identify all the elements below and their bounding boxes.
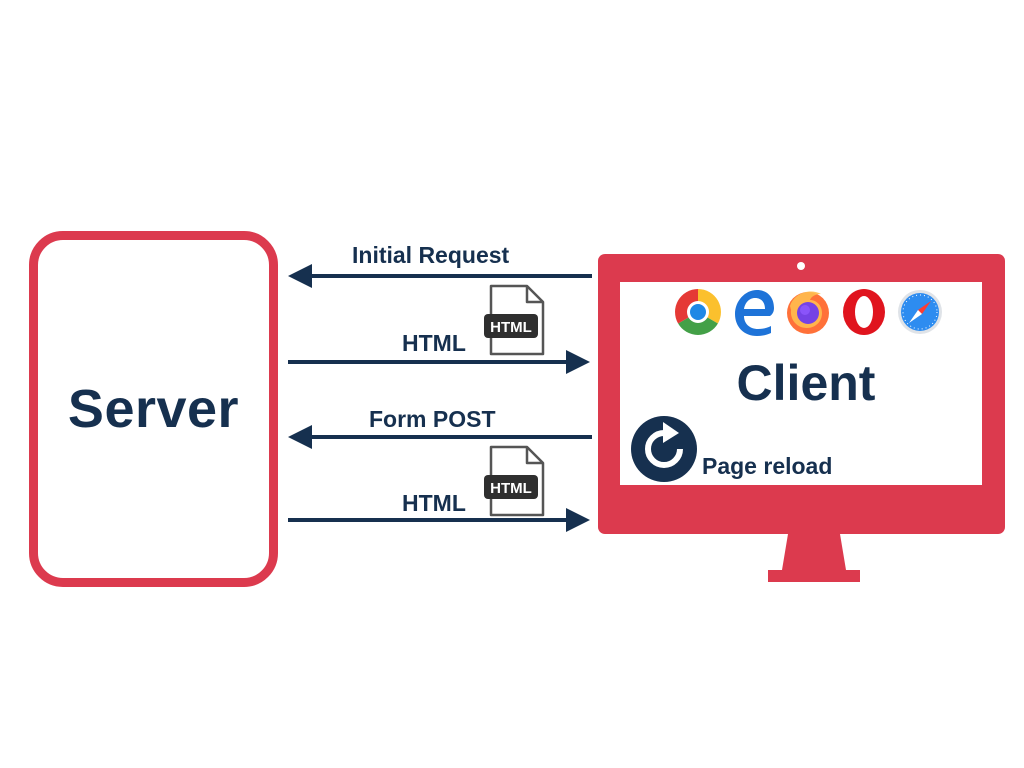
browser-icons (674, 288, 942, 338)
monitor-screen: Client Page reload (620, 282, 982, 485)
arrow-label-initial-request: Initial Request (352, 242, 510, 268)
opera-icon (843, 289, 885, 335)
client-label: Client (736, 355, 876, 411)
safari-icon (898, 290, 942, 334)
chrome-icon (675, 289, 721, 335)
server-label: Server (67, 379, 240, 439)
reload-icon (631, 416, 697, 482)
html-file-badge: HTML (490, 480, 532, 497)
server-box: Server (29, 231, 278, 587)
camera-dot (797, 262, 805, 270)
edge-icon (735, 290, 774, 336)
client-monitor: Client Page reload (598, 254, 1005, 534)
arrow-label-html-2: HTML (402, 490, 466, 516)
html-file-icon: HTML (484, 284, 545, 356)
html-file-badge: HTML (490, 319, 532, 336)
arrow-label-form-post: Form POST (369, 406, 496, 432)
page-reload-label: Page reload (702, 453, 833, 479)
monitor-stand (768, 534, 860, 582)
html-file-icon: HTML (484, 445, 545, 517)
firefox-icon (787, 291, 829, 334)
arrow-label-html-1: HTML (402, 330, 466, 356)
